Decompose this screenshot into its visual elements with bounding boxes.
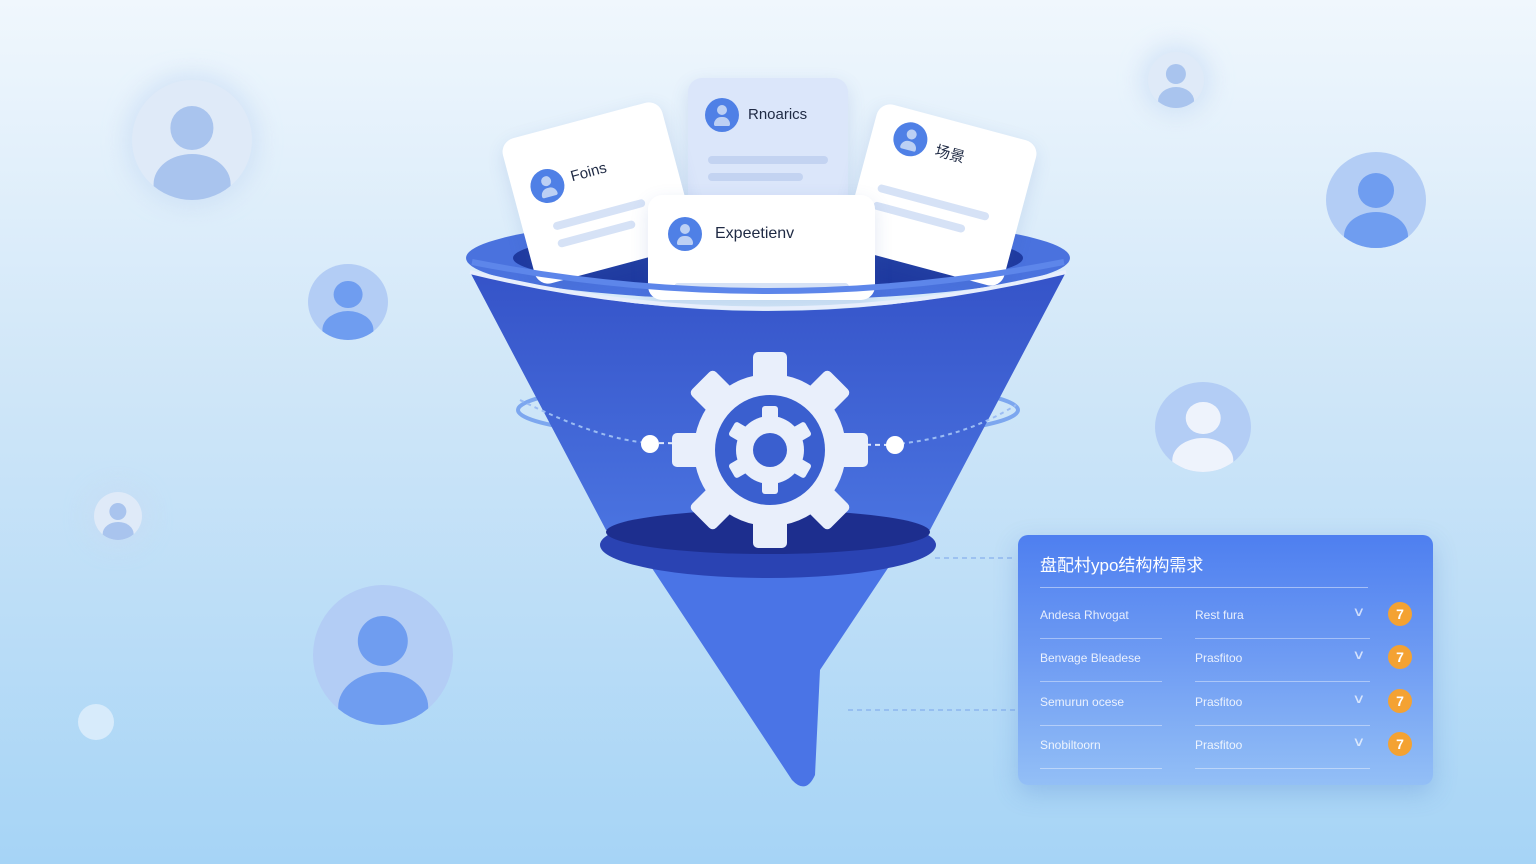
item-value: Rest fura — [1195, 608, 1244, 622]
card-title: Expeetienv — [715, 225, 795, 242]
chevron-down-icon[interactable]: ∨ — [1352, 604, 1366, 619]
count-badge: 7 — [1388, 602, 1412, 626]
panel-title: 盘配村ypo结构构需求 — [1040, 556, 1204, 575]
chevron-down-icon[interactable]: ∨ — [1352, 734, 1366, 749]
card-front: Expeetienv — [648, 195, 875, 300]
item-name: Andesa Rhvogat — [1040, 608, 1129, 622]
requirements-panel: 盘配村ypo结构构需求 Andesa Rhvogat Rest fura ∨ 7… — [1018, 535, 1433, 785]
avatar — [94, 492, 142, 540]
item-value: Prasfitoo — [1195, 738, 1243, 752]
avatar — [1148, 52, 1204, 108]
item-value: Prasfitoo — [1195, 651, 1243, 665]
item-name: Snobiltoorn — [1040, 738, 1101, 752]
item-name: Benvage Bleadese — [1040, 651, 1141, 665]
item-name: Semurun ocese — [1040, 695, 1125, 709]
avatar — [132, 80, 252, 200]
user-icon — [668, 217, 702, 251]
list-item[interactable]: Andesa Rhvogat Rest fura ∨ 7 — [1040, 598, 1412, 641]
list-item[interactable]: Snobiltoorn Prasfitoo ∨ 7 — [1040, 728, 1412, 771]
list-item[interactable]: Benvage Bleadese Prasfitoo ∨ 7 — [1040, 641, 1412, 684]
chevron-down-icon[interactable]: ∨ — [1352, 647, 1366, 662]
avatar — [1155, 382, 1251, 472]
item-value: Prasfitoo — [1195, 695, 1243, 709]
avatar — [1326, 152, 1426, 248]
count-badge: 7 — [1388, 689, 1412, 713]
gear-icon — [672, 352, 868, 548]
count-badge: 7 — [1388, 732, 1412, 756]
avatar — [313, 585, 453, 725]
list-item[interactable]: Semurun ocese Prasfitoo ∨ 7 — [1040, 685, 1412, 728]
avatar — [308, 264, 388, 340]
bubble — [78, 704, 114, 740]
card-back: Rnoarics — [688, 78, 848, 208]
card-title: Rnoarics — [748, 106, 808, 123]
chevron-down-icon[interactable]: ∨ — [1352, 691, 1366, 706]
user-icon — [705, 98, 739, 132]
count-badge: 7 — [1388, 645, 1412, 669]
